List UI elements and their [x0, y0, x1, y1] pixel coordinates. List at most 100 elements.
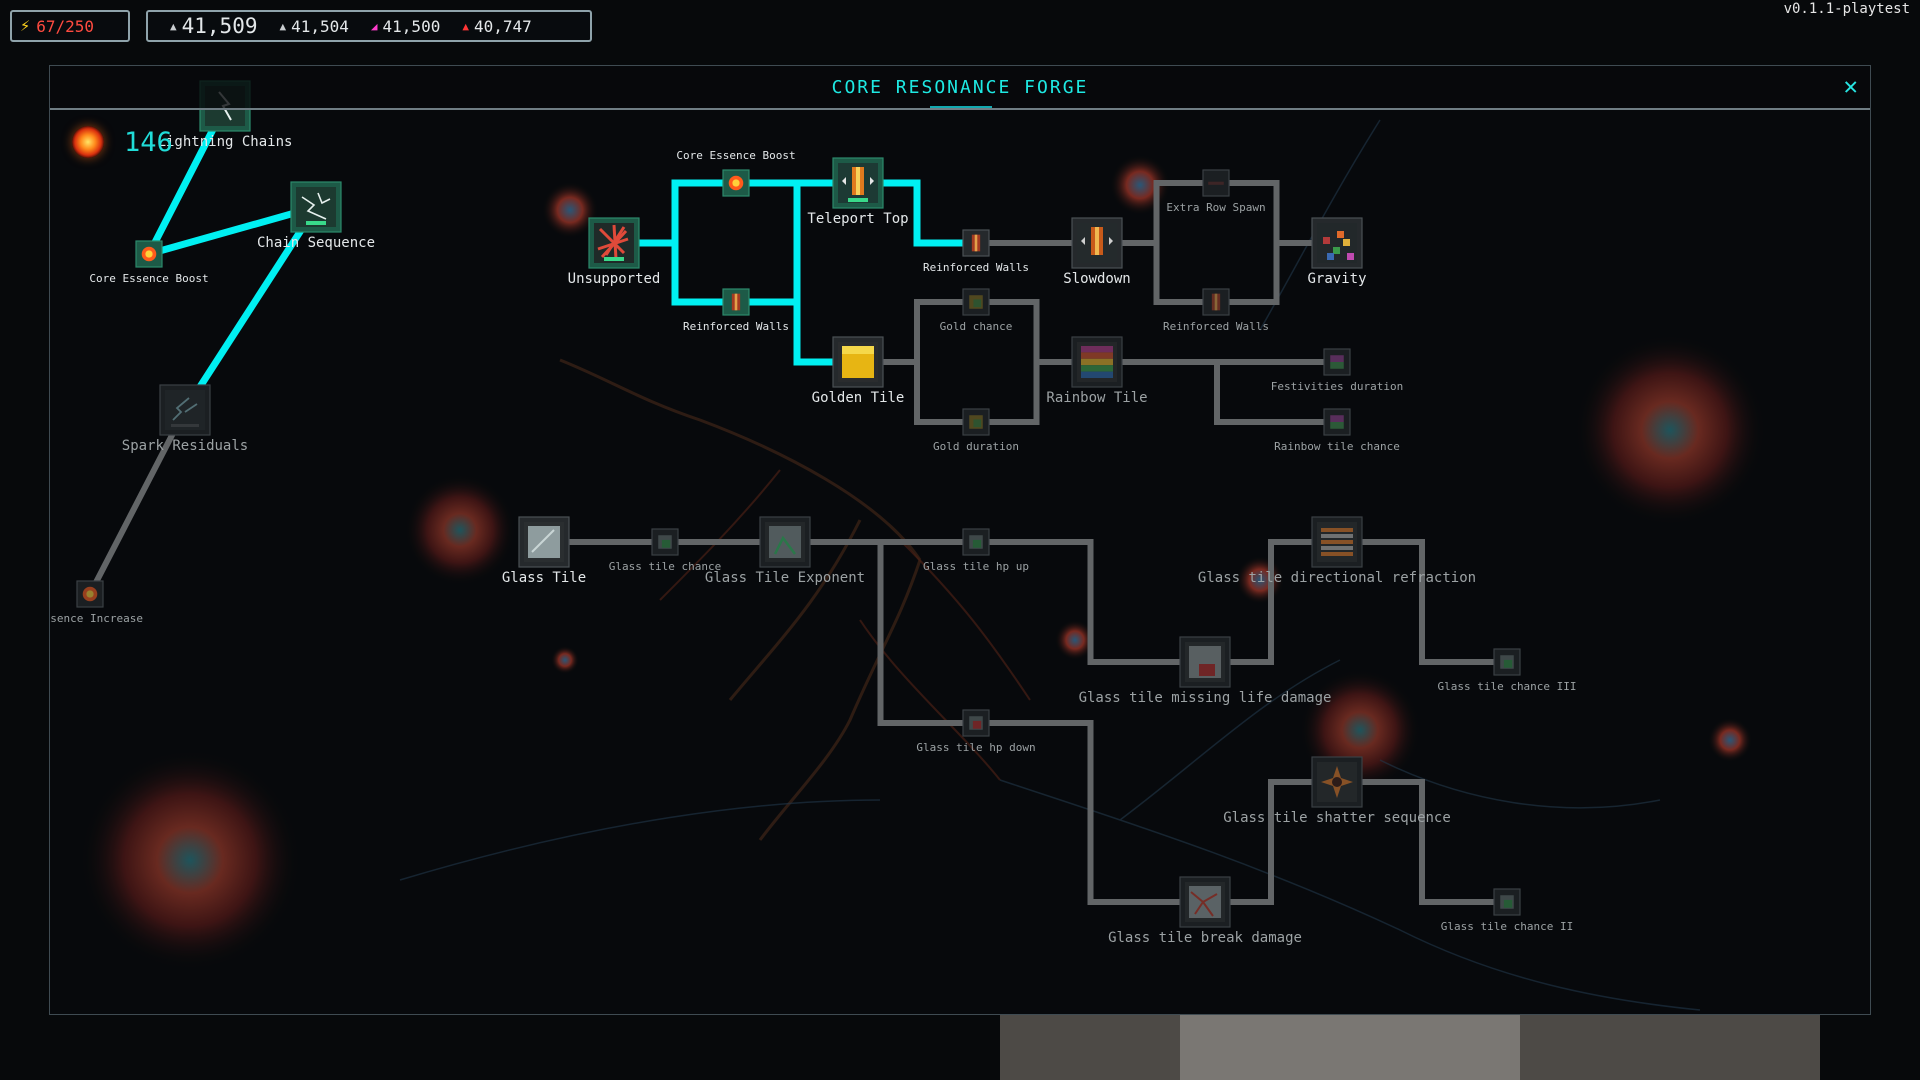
- skill-node-glass-break[interactable]: Glass tile break damage: [1108, 876, 1302, 946]
- wall-icon: [731, 293, 741, 311]
- skill-node-rainbow-tile-chance[interactable]: Rainbow tile chance: [1274, 408, 1400, 453]
- tree-link-reinforced_walls_1-golden_tile: [732, 298, 862, 366]
- triangle-icon: ▲: [170, 19, 177, 33]
- resource-red-value: 40,747: [473, 16, 532, 36]
- skill-node-label: Glass tile break damage: [1108, 930, 1302, 946]
- skill-node-label: Rainbow Tile: [1046, 390, 1147, 406]
- skill-node-label: Slowdown: [1063, 271, 1130, 287]
- pink-shard-icon: ◢: [370, 19, 378, 33]
- gravity-icon: [1317, 223, 1357, 263]
- skill-node-label: Core Essence Boost: [89, 272, 208, 285]
- tree-link-glass_break-glass_shatter: [1202, 779, 1340, 905]
- forge-panel: CORE RESONANCE FORGE ✕ 146 Lightning Cha…: [49, 65, 1871, 1015]
- skill-node-golden-tile[interactable]: Golden Tile: [812, 336, 905, 406]
- skill-node-label: Festivities duration: [1271, 380, 1403, 393]
- skill-node-slowdown[interactable]: Slowdown: [1063, 217, 1131, 287]
- skill-node-gravity[interactable]: Gravity: [1307, 217, 1367, 287]
- slowdown-arrows-icon: [1077, 223, 1117, 263]
- skill-node-core-boost-2[interactable]: Core Essence Boost: [676, 149, 796, 197]
- glass-small-icon: [1500, 655, 1514, 669]
- skill-node-label: Gravity: [1307, 271, 1366, 287]
- skill-node-glass-missing-life[interactable]: Glass tile missing life damage: [1079, 636, 1332, 706]
- skill-node-label: Golden Tile: [812, 390, 905, 406]
- skill-node-label: Glass Tile: [502, 570, 586, 586]
- skill-node-spark-residuals[interactable]: Spark Residuals: [122, 384, 248, 454]
- skill-node-gold-duration[interactable]: Gold duration: [933, 408, 1019, 453]
- rainbow-small-icon: [1330, 415, 1344, 429]
- skill-node-glass-shatter[interactable]: Glass tile shatter sequence: [1223, 756, 1451, 826]
- gold-tile-icon: [838, 342, 878, 382]
- forge-titlebar: CORE RESONANCE FORGE ✕: [50, 66, 1870, 110]
- rainbow-small-icon: [1330, 355, 1344, 369]
- skill-node-core-boost-1[interactable]: Core Essence Boost: [89, 240, 209, 285]
- skill-node-teleport-top[interactable]: Teleport Top: [807, 157, 909, 227]
- close-icon[interactable]: ✕: [1843, 72, 1858, 100]
- tree-link-reinforced_walls_3-gravity: [1213, 240, 1340, 305]
- tree-link-glass_hp_down-glass_break: [973, 720, 1208, 905]
- wall-icon: [971, 234, 981, 252]
- skill-node-label: Reinforced Walls: [1163, 320, 1269, 333]
- tree-link-glass_hp_up-glass_missing_life: [973, 539, 1208, 665]
- spark-icon: [165, 390, 205, 430]
- glass-small-icon: [1500, 895, 1514, 909]
- skill-node-unsupported[interactable]: Unsupported: [568, 217, 661, 287]
- skill-node-label: Unsupported: [568, 271, 661, 287]
- glass-tile-icon: [524, 522, 564, 562]
- skill-node-glass-tile-exponent[interactable]: Glass Tile Exponent: [705, 516, 865, 586]
- essence-orb-icon: [141, 246, 157, 262]
- skill-node-label: Reinforced Walls: [923, 261, 1029, 274]
- glass-break-icon: [1185, 882, 1225, 922]
- skill-node-glass-chance-2[interactable]: Glass tile chance II: [1441, 888, 1573, 933]
- skill-node-reinforced-walls-3[interactable]: Reinforced Walls: [1163, 288, 1269, 333]
- skill-node-label: Glass tile chance III: [1437, 680, 1576, 693]
- gold-small-icon: [969, 295, 983, 309]
- skill-node-glass-refraction[interactable]: Glass tile directional refraction: [1198, 516, 1476, 586]
- skill-node-label: Glass tile hp down: [916, 741, 1035, 754]
- skill-node-chain-sequence[interactable]: Chain Sequence: [257, 181, 375, 251]
- skill-node-gold-chance[interactable]: Gold chance: [940, 288, 1013, 333]
- red-triangle-icon: ▲: [462, 19, 469, 33]
- skill-node-glass-chance-3[interactable]: Glass tile chance III: [1437, 648, 1577, 693]
- skill-node-label: Glass tile shatter sequence: [1223, 810, 1451, 826]
- resource-bar: ▲ 41,509 ▲ 41,504 ◢ 41,500 ▲ 40,747: [146, 10, 592, 42]
- skill-node-label: Reinforced Walls: [683, 320, 789, 333]
- resource-main-value: 41,509: [181, 14, 258, 38]
- skill-node-label: Glass Tile Exponent: [705, 570, 865, 586]
- essence-counter: 146: [72, 126, 173, 158]
- wall-icon: [1211, 293, 1221, 311]
- skill-node-label: Glass tile chance II: [1441, 920, 1573, 933]
- skill-node-label: Extra Row Spawn: [1166, 201, 1265, 214]
- teleport-arrows-icon: [838, 163, 878, 203]
- shatter-icon: [1317, 762, 1357, 802]
- lightning-bolt-icon: ⚡: [20, 16, 31, 36]
- skill-node-reinforced-walls-1[interactable]: Reinforced Walls: [683, 288, 789, 333]
- skill-node-glass-tile-chance[interactable]: Glass tile chance: [609, 528, 722, 573]
- resource-pink-value: 41,500: [382, 16, 441, 36]
- skill-node-reinforced-walls-2[interactable]: Reinforced Walls: [923, 229, 1029, 274]
- essence-orb-icon: [82, 586, 98, 602]
- skill-node-label: Glass tile hp up: [923, 560, 1029, 573]
- row-spawn-icon: [1208, 181, 1224, 185]
- chain-lightning-icon: [296, 187, 336, 227]
- tree-link-teleport_top-reinforced_walls_2: [854, 179, 980, 247]
- skill-node-label: Rainbow tile chance: [1274, 440, 1400, 453]
- tree-link-unsupported-reinforced_walls_1: [610, 239, 740, 306]
- tree-link-slowdown-reinforced_walls_3: [1094, 240, 1219, 305]
- skill-node-extra-row-spawn[interactable]: Extra Row Spawn: [1166, 169, 1266, 214]
- skill-node-glass-hp-up[interactable]: Glass tile hp up: [923, 528, 1029, 573]
- skill-node-glass-hp-down[interactable]: Glass tile hp down: [916, 709, 1036, 754]
- skill-node-festivities-duration[interactable]: Festivities duration: [1271, 348, 1403, 393]
- skill-node-label: Lightning Chains: [158, 134, 293, 150]
- skill-node-essence-increase[interactable]: Essence Increase: [50, 580, 143, 625]
- skill-node-rainbow-tile[interactable]: Rainbow Tile: [1046, 336, 1148, 406]
- tree-link-glass_missing_life-glass_refraction: [1202, 539, 1340, 665]
- tree-link-core_boost_1-chain_sequence: [144, 202, 321, 259]
- crack-icon: [594, 223, 634, 263]
- skill-node-glass-tile[interactable]: Glass Tile: [502, 516, 586, 586]
- energy-value: 67/250: [36, 16, 95, 36]
- glass-damage-icon: [1185, 642, 1225, 682]
- skill-node-label: Core Essence Boost: [676, 149, 795, 162]
- essence-orb-icon: [728, 175, 744, 191]
- tree-link-glass_tile_exponent-glass_hp_down: [782, 539, 979, 726]
